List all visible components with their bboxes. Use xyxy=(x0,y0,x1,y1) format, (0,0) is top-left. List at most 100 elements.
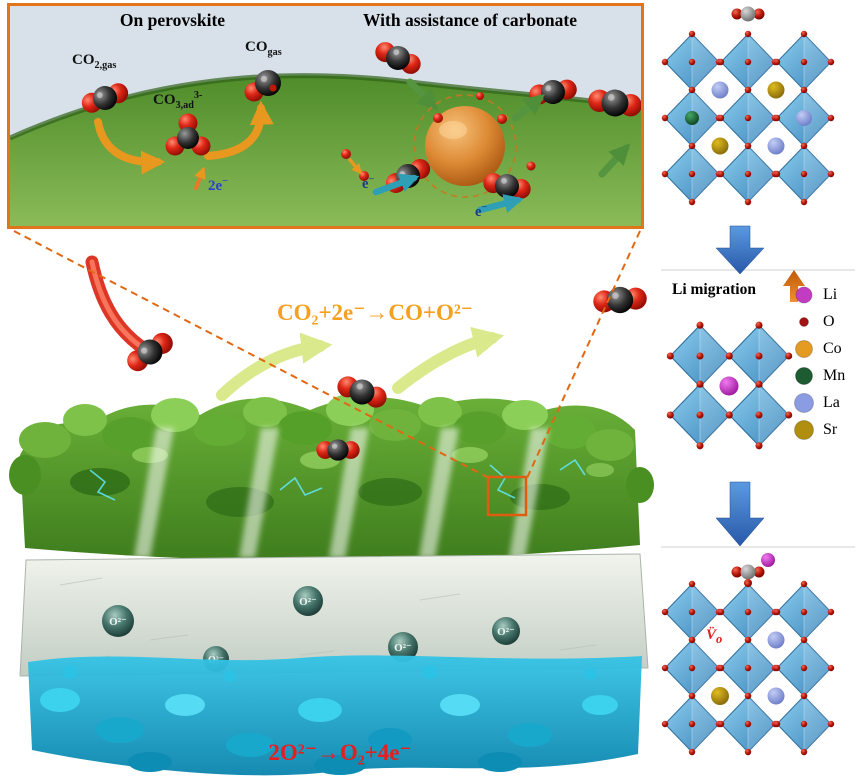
la-atom xyxy=(767,687,785,705)
orange-arrow-up xyxy=(204,100,274,160)
electron-label-bottom-base: e xyxy=(475,203,482,220)
la-swatch-icon xyxy=(794,392,814,413)
oxygen-ion-label: O²⁻ xyxy=(394,642,412,654)
dashed-connector-left xyxy=(13,230,490,479)
oxygen-ion-badge: O²⁻ xyxy=(102,605,134,637)
legend-label: Co xyxy=(823,339,842,357)
la-atom xyxy=(796,110,812,126)
mn-swatch-icon xyxy=(795,366,813,385)
electron-arrow-left xyxy=(372,173,420,196)
legend-item-co: Co xyxy=(792,335,845,362)
small-orange-arrow xyxy=(348,158,363,175)
legend: Li O Co Mn La Sr xyxy=(792,281,845,443)
la-atom xyxy=(767,631,785,649)
li-migration-label: Li migration xyxy=(672,281,756,298)
o-swatch-icon xyxy=(799,316,809,327)
co2-molecule xyxy=(316,439,360,461)
adsorbed-carbonate-molecule xyxy=(731,564,765,580)
oxygen-dots-around-particle xyxy=(433,92,536,171)
inset-art xyxy=(10,6,641,226)
electron-label-bottom-sup: − xyxy=(481,202,488,213)
blue-porous-layer xyxy=(28,655,642,776)
orange-arrow-down xyxy=(94,118,166,175)
oxygen-ion-label: O²⁻ xyxy=(299,596,317,608)
oxygen-ion-label: O²⁻ xyxy=(109,616,127,628)
sr-swatch-icon xyxy=(794,419,814,440)
oxygen-pair-dots xyxy=(341,149,369,181)
particle-highlight xyxy=(439,121,467,139)
co-gas-molecule xyxy=(244,70,281,102)
co2-gas-label: CO2,gas xyxy=(72,52,116,71)
two-electron-label-sup: − xyxy=(222,176,228,187)
co-gas-label: COgas xyxy=(245,39,282,58)
crystal-structure-column xyxy=(661,6,855,756)
yellow-arrow-right xyxy=(392,326,505,394)
carbonate-label-sub: 3,ad xyxy=(175,100,194,111)
oxygen-vacancy-symbol: V̈ xyxy=(706,627,717,643)
green-arrow-out-top xyxy=(511,94,545,122)
two-electron-arrow xyxy=(194,166,206,190)
yellow-arrow-left xyxy=(216,332,333,401)
li-atom xyxy=(761,553,775,567)
perovskite-panel-vacancy xyxy=(661,553,835,756)
legend-item-la: La xyxy=(792,389,845,416)
co-gas-label-sub: gas xyxy=(267,47,282,58)
carbonate-adsorbed-molecule xyxy=(165,113,211,156)
electron-label-left-sup: − xyxy=(368,174,375,185)
oxygen-vacancy-sub: o xyxy=(716,632,723,646)
dashed-cycle-ring xyxy=(413,94,517,198)
reaction-equation-bottom: 2O²⁻→O₂+4e⁻ xyxy=(268,740,412,765)
legend-item-li: Li xyxy=(792,281,845,308)
electron-arrow-bottom xyxy=(476,194,524,214)
carbonate-label: CO3,ad3- xyxy=(153,90,202,111)
legend-item-sr: Sr xyxy=(792,416,845,443)
legend-label: Sr xyxy=(823,420,838,438)
la-atom xyxy=(767,137,785,155)
perovskite-panel-li-migration xyxy=(666,270,805,450)
oxygen-ion-badge: O²⁻ xyxy=(492,617,520,645)
li-migration-arrow xyxy=(783,270,805,302)
green-catalyst-layer xyxy=(9,394,654,561)
blue-down-arrow-2 xyxy=(715,481,765,547)
li-atom xyxy=(719,376,739,396)
co2-gas-label-base: CO xyxy=(72,52,95,68)
legend-label: Mn xyxy=(823,366,846,384)
co2-molecule xyxy=(592,284,648,316)
sr-atom xyxy=(711,137,729,155)
mechanism-inset-panel: On perovskite With assistance of carbona… xyxy=(7,3,644,229)
oxygen-ion-badge: O²⁻ xyxy=(293,586,323,616)
green-arrow-in xyxy=(406,78,439,111)
green-arrow-out-right xyxy=(598,143,631,178)
sr-atom xyxy=(711,687,729,705)
li-swatch-icon xyxy=(795,286,813,303)
oxygen-ion-label: O²⁻ xyxy=(497,626,515,638)
adsorbed-co2-molecule xyxy=(731,6,765,22)
lightning-sparks xyxy=(89,458,586,501)
legend-item-o: O xyxy=(792,308,845,335)
zoom-highlight-square xyxy=(486,475,528,517)
sr-atom xyxy=(767,81,785,99)
inset-title-right: With assistance of carbonate xyxy=(362,10,578,30)
reaction-equation-top: CO₂+2e⁻→CO+O²⁻ xyxy=(277,300,473,325)
carbonate-label-base: CO xyxy=(153,92,176,108)
blue-down-arrow-1 xyxy=(715,225,765,275)
dashed-connector-right xyxy=(526,230,641,479)
oxygen-vacancy-label: V̈o xyxy=(706,627,722,647)
electron-label-left: e− xyxy=(362,174,374,193)
oxygen-ion-badge: O²⁻ xyxy=(388,632,418,662)
red-streak xyxy=(85,255,153,357)
two-electron-label-base: 2e xyxy=(208,178,223,194)
co-gas-label-base: CO xyxy=(245,39,268,55)
electron-label-bottom: e− xyxy=(475,202,487,221)
light-beams xyxy=(134,428,549,558)
inset-title-left: On perovskite xyxy=(119,10,226,30)
electron-label-left-base: e xyxy=(362,175,369,192)
mn-atom xyxy=(685,111,699,125)
legend-item-mn: Mn xyxy=(792,362,845,389)
carbonate-label-sup: 3- xyxy=(193,90,203,101)
legend-label: La xyxy=(823,393,840,411)
legend-label: O xyxy=(823,312,835,330)
co-swatch-icon xyxy=(795,339,813,358)
